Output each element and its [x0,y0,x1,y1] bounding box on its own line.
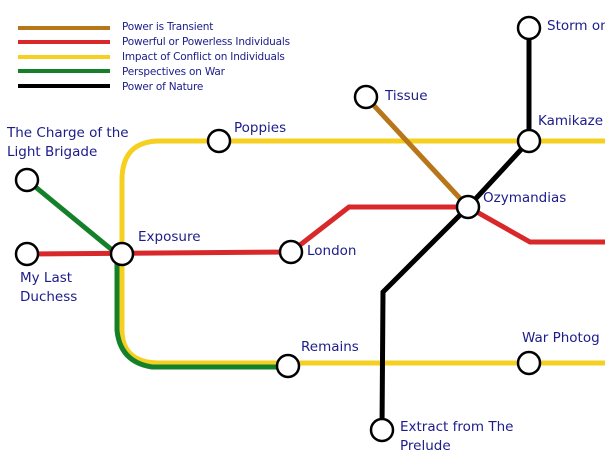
label-remains: Remains [301,339,359,355]
label-poppies: Poppies [234,120,287,136]
station-my-last-duchess [14,241,40,267]
station-charge [14,167,40,193]
label-london: London [307,243,357,259]
label-kamikaze: Kamikaze [538,113,604,129]
legend-perspectives-on-war: Perspectives on War [122,66,225,78]
legend-power-of-nature: Power of Nature [122,81,204,93]
label-my-last-2: Duchess [20,289,78,305]
label-storm: Storm on [547,18,605,34]
label-ozymandias: Ozymandias [483,190,567,206]
label-extract-1: Extract from The [400,419,514,435]
station-kamikaze [516,128,542,154]
station-ozymandias [455,194,481,220]
label-my-last-1: My Last [20,270,73,286]
station-tissue [353,84,379,110]
station-poppies [206,128,232,154]
line-power-is-transient [364,95,470,209]
label-war-photographer: War Photog [522,330,600,346]
station-war-photographer [516,350,542,376]
station-storm [516,15,542,41]
label-charge-2: Light Brigade [7,144,98,160]
station-london [278,239,304,265]
legend-powerful-or-powerless: Powerful or Powerless Individuals [122,36,290,48]
line-powerful-or-powerless [26,204,605,257]
legend-power-is-transient: Power is Transient [122,21,214,33]
legend-impact-of-conflict: Impact of Conflict on Individuals [122,51,285,63]
label-extract-2: Prelude [400,438,451,454]
station-extract [369,417,395,443]
line-perspectives-on-war [25,178,278,370]
station-remains [275,353,301,379]
label-charge-1: The Charge of the [7,125,129,141]
station-exposure [109,241,135,267]
label-tissue: Tissue [385,88,428,104]
label-exposure: Exposure [138,229,201,245]
